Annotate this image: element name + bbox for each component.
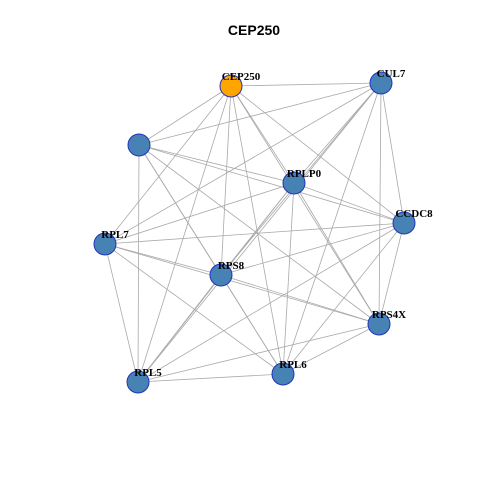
node-layer [93,71,416,394]
edge-rplp0-ccdc8 [293,182,405,224]
edge-cep250-cul7 [230,82,382,87]
node-label-rplp0: RPLP0 [287,168,322,180]
edge-unlabeled-rps4x [138,144,380,325]
node-rpl5 [126,370,150,394]
edge-rpl5-rpl6 [137,373,284,383]
node-rpl6 [271,362,295,386]
edge-cul7-rpl5 [137,82,382,383]
node-cep250 [219,74,243,98]
edge-rps8-rpl5 [137,274,222,383]
node-cul7 [369,71,393,95]
node-label-rpl5: RPL5 [134,367,162,379]
node-rps4x [367,312,391,336]
node-label-cul7: CUL7 [377,68,406,80]
edge-cep250-rpl7 [104,85,232,245]
edge-rplp0-rpl6 [282,182,295,375]
edge-ccdc8-rpl5 [137,222,405,383]
edge-rps8-rpl6 [220,274,284,375]
node-ccdc8 [392,211,416,235]
edge-cul7-rplp0 [293,82,382,184]
edge-rps8-rps4x [220,274,380,325]
node-label-rpl6: RPL6 [279,359,307,371]
edge-cul7-ccdc8 [380,82,405,224]
edge-rps4x-rpl5 [137,323,380,383]
edge-rpl7-rpl5 [104,243,139,383]
node-label-rps4x: RPS4X [372,309,406,321]
edge-rplp0-rpl7 [104,182,295,245]
node-label-cep250: CEP250 [222,71,261,83]
edge-layer [104,82,405,383]
edge-unlabeled-rplp0 [138,144,295,184]
node-rplp0 [282,171,306,195]
edge-cep250-rpl5 [137,85,232,383]
edge-rplp0-rps4x [293,182,380,325]
edge-unlabeled-ccdc8 [138,144,405,224]
edge-rpl7-rps8 [104,243,222,276]
edge-unlabeled-rpl5 [137,144,140,383]
edge-cul7-unlabeled [138,82,382,146]
node-rps8 [209,263,233,287]
edge-ccdc8-rpl7 [104,222,405,245]
node-unlabeled [127,133,151,157]
node-label-rpl7: RPL7 [101,229,129,241]
edge-rpl7-rpl6 [104,243,284,375]
node-label-rps8: RPS8 [218,260,245,272]
edge-ccdc8-rps8 [220,222,405,276]
edge-cul7-rpl7 [104,82,382,245]
edge-ccdc8-rpl6 [282,222,405,375]
node-rpl7 [93,232,117,256]
diagram-title: CEP250 [228,22,280,38]
edge-cep250-rps8 [220,85,232,276]
edge-cul7-rps4x [378,82,382,325]
node-label-ccdc8: CCDC8 [395,208,433,220]
edge-cul7-rpl6 [282,82,382,375]
edge-cep250-rps4x [230,85,380,325]
edge-ccdc8-rps4x [378,222,405,325]
edge-cep250-unlabeled [138,85,232,146]
edge-cep250-ccdc8 [230,85,405,224]
edge-rps4x-rpl6 [282,323,380,375]
edge-rpl7-rps4x [104,243,380,325]
